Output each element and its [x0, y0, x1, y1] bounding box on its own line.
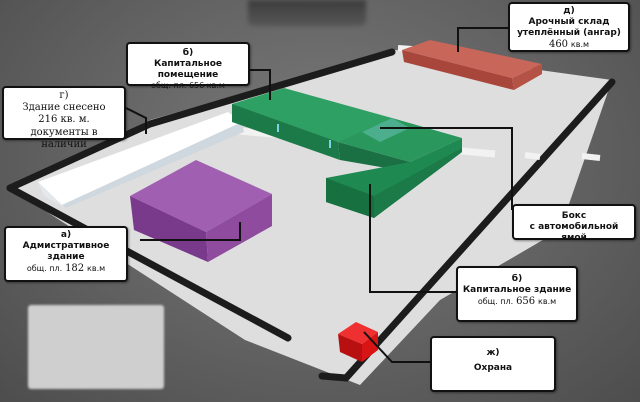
demolished-building [38, 112, 244, 208]
area-unit: кв.м [570, 39, 590, 49]
label-line: с автомобильной ямой [529, 221, 619, 243]
area-prefix: общ. пл. [26, 263, 63, 273]
area-value: 182 [65, 262, 85, 274]
area-prefix: общ. пл. [477, 296, 514, 306]
site-road-strip-3 [581, 153, 601, 161]
label-garage-box: Бокс с автомобильной ямой [512, 204, 636, 243]
label-demolished-building: г) Здание снесено 216 кв. м. документы в… [2, 86, 126, 150]
area-unit: кв.м [206, 80, 225, 90]
area-unit: кв.м [87, 263, 106, 273]
label-line: Арочный склад [528, 16, 610, 27]
label-line: Адмистративное [22, 240, 110, 251]
label-line: 216 кв. м. [38, 114, 90, 126]
capital-building [232, 88, 462, 218]
blurred-watermark-area [28, 305, 164, 389]
guard-house [338, 322, 378, 362]
label-letter: ж) [486, 348, 500, 358]
label-guard-house: ж) Охрана [430, 336, 556, 392]
blurred-top-area [248, 0, 366, 26]
label-letter: б) [182, 48, 194, 58]
label-name: Капитальное здание [462, 284, 572, 295]
label-line: утеплённый (ангар) [517, 27, 621, 38]
label-name: Охрана [473, 362, 513, 373]
label-line: документы в наличии [30, 126, 98, 150]
label-letter: б) [511, 274, 523, 284]
site-road-strip-2 [524, 152, 541, 160]
site-fence [6, 48, 616, 382]
arched-warehouse [402, 40, 542, 90]
area-value: 656 [516, 295, 536, 307]
site-ground [10, 50, 612, 385]
leader-lines [125, 27, 513, 363]
label-name: Капитальное помещение [153, 58, 223, 80]
label-admin-building: а) Адмистративное здание общ. пл. 182 кв… [4, 226, 128, 282]
area-value: 460 [548, 38, 569, 50]
label-capital-premises: б) Капитальное помещение общ. пл. 656 кв… [126, 42, 250, 90]
label-letter: д) [563, 6, 575, 16]
label-capital-building: б) Капитальное здание общ. пл. 656 кв.м [456, 266, 578, 322]
label-line: Здание снесено [22, 102, 106, 114]
label-letter: а) [60, 230, 72, 240]
area-unit: кв.м [538, 296, 557, 306]
label-line: Бокс [561, 211, 587, 221]
area-value: 656 [188, 80, 205, 90]
label-arched-warehouse: д) Арочный склад утеплённый (ангар) 460 … [508, 2, 630, 52]
label-letter: г) [59, 90, 69, 101]
area-prefix: общ. пл. [151, 80, 187, 90]
label-line: здание [47, 251, 85, 262]
